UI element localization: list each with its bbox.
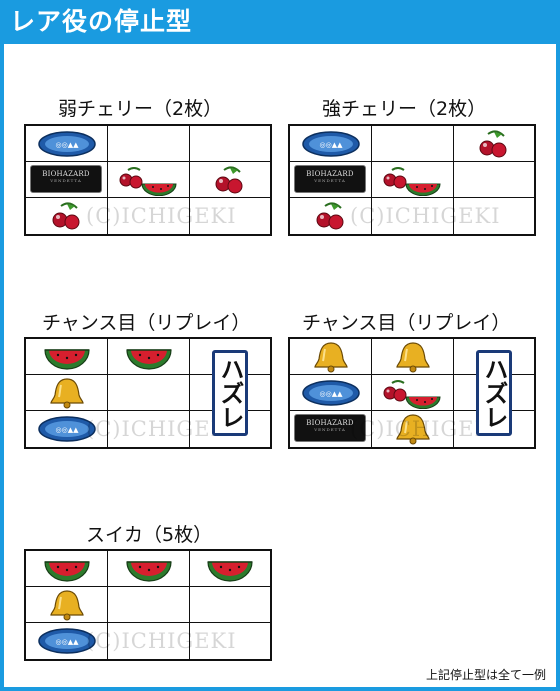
pattern-title: チャンス目（リプレイ） <box>42 312 251 334</box>
watermelon-icon <box>125 348 172 370</box>
reel-cell-r3c2 <box>372 411 454 447</box>
biohazard-logo-line1: BIOHAZARD <box>306 419 354 427</box>
reel-cell-r2c3 <box>454 162 534 198</box>
svg-text:◎◎▲▲: ◎◎▲▲ <box>319 141 343 149</box>
bell-icon <box>49 377 84 408</box>
reel-cell-r3c1: ◎◎▲▲ <box>26 623 108 659</box>
cherry-melon-icon <box>383 379 441 409</box>
reel-cell-r1c2 <box>108 339 190 375</box>
pattern-title: チャンス目（リプレイ） <box>302 312 511 334</box>
reel-cell-r1c2 <box>372 126 454 162</box>
watermelon-icon <box>207 560 253 582</box>
cherry-icon <box>316 202 343 230</box>
bell-icon <box>49 589 84 620</box>
reel-cell-r3c3 <box>190 198 270 234</box>
reel-cell-r1c1: ◎◎▲▲ <box>26 126 108 162</box>
reel-cell-r2c3 <box>190 162 270 198</box>
reel-cell-r3c3 <box>190 623 270 659</box>
reel-cell-r2c1 <box>26 375 108 411</box>
svg-text:◎◎▲▲: ◎◎▲▲ <box>55 426 79 434</box>
cherry-icon <box>215 165 243 193</box>
miss-label-text: ハズレ <box>480 357 508 429</box>
pattern-title: 弱チェリー（2枚） <box>58 98 223 120</box>
reel-cell-r1c2 <box>372 339 454 375</box>
reel-cell-r3c2 <box>108 623 190 659</box>
cherry-melon-icon <box>383 166 441 196</box>
pattern-title: 強チェリー（2枚） <box>322 98 487 120</box>
svg-text:◎◎▲▲: ◎◎▲▲ <box>319 390 343 398</box>
bell-icon <box>395 341 430 372</box>
footer-note: 上記停止型は全て一例 <box>425 668 546 682</box>
reel-cell-r1c3 <box>454 126 534 162</box>
reel-cell-r3c3 <box>454 198 534 234</box>
watermelon-icon <box>43 560 90 582</box>
reel-grid: ◎◎▲▲ (C)ICHIGEKI ハズレ <box>24 337 272 449</box>
reel-cell-r1c3 <box>190 551 270 587</box>
svg-text:◎◎▲▲: ◎◎▲▲ <box>55 141 79 149</box>
biohazard-logo-line2: VENDETTA <box>314 178 346 183</box>
badge-icon: ◎◎▲▲ <box>37 130 96 157</box>
reel-grid: ◎◎▲▲ (C)ICHIGEKI <box>24 549 272 661</box>
reel-cell-r1c1: ◎◎▲▲ <box>290 126 372 162</box>
cherry-melon-icon <box>119 166 177 196</box>
reel-cell-r1c2 <box>108 126 190 162</box>
reel-cell-r1c1 <box>26 551 108 587</box>
reel-cell-r1c1 <box>26 339 108 375</box>
reel-cell-r2c2 <box>372 375 454 411</box>
bell-icon <box>313 341 348 372</box>
reel-cell-r3c2 <box>108 198 190 234</box>
reel-cell-r1c2 <box>108 551 190 587</box>
reel-cell-r2c3 <box>190 587 270 623</box>
cherry-icon <box>479 129 507 157</box>
badge-icon: ◎◎▲▲ <box>301 130 360 157</box>
reel-cell-r2c2 <box>108 162 190 198</box>
reel-cell-r1c3 <box>190 126 270 162</box>
reel-cell-r2c1: ◎◎▲▲ <box>290 375 372 411</box>
miss-label: ハズレ <box>476 350 512 436</box>
page-title: レア役の停止型 <box>10 7 193 36</box>
badge-icon: ◎◎▲▲ <box>37 628 96 654</box>
bell-icon <box>395 414 430 445</box>
watermelon-icon <box>125 560 172 582</box>
biohazard-logo-line1: BIOHAZARD <box>42 170 90 178</box>
reel-cell-r3c1: ◎◎▲▲ <box>26 411 108 447</box>
reel-cell-r2c2 <box>108 375 190 411</box>
svg-text:◎◎▲▲: ◎◎▲▲ <box>55 638 79 646</box>
biohazard-logo-line2: VENDETTA <box>50 178 82 183</box>
watermelon-icon <box>43 348 90 370</box>
reel-cell-r3c1 <box>26 198 108 234</box>
badge-icon: ◎◎▲▲ <box>301 379 360 406</box>
biohazard-logo-line2: VENDETTA <box>314 427 346 432</box>
reel-cell-r3c2 <box>108 411 190 447</box>
reel-cell-r3c2 <box>372 198 454 234</box>
badge-icon: ◎◎▲▲ <box>37 416 96 442</box>
miss-label-text: ハズレ <box>216 357 244 429</box>
reel-cell-r3c1 <box>290 198 372 234</box>
biohazard-logo-line1: BIOHAZARD <box>306 170 354 178</box>
miss-label: ハズレ <box>212 350 248 436</box>
reel-cell-r2c2 <box>372 162 454 198</box>
cherry-icon <box>52 202 79 230</box>
reel-cell-r2c2 <box>108 587 190 623</box>
reel-cell-r2c1 <box>26 587 108 623</box>
reel-cell-r1c1 <box>290 339 372 375</box>
pattern-title: スイカ（5枚） <box>86 524 213 546</box>
